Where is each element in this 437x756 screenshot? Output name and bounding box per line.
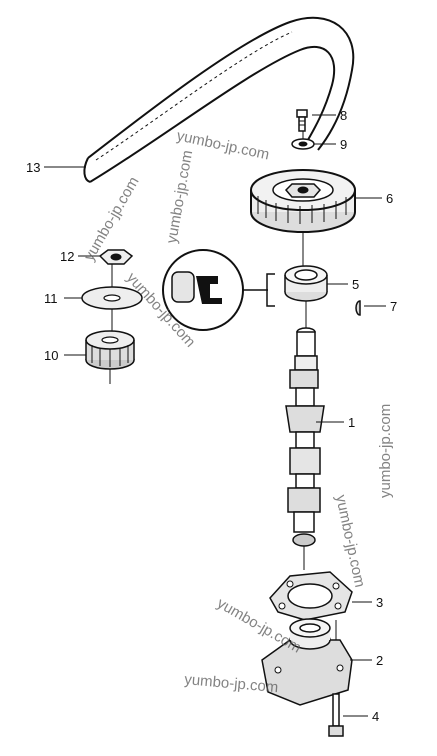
callout-5: 5 [352,277,359,292]
housing [261,618,353,706]
washer-11 [81,286,143,310]
leader-lines [44,114,386,717]
callout-10: 10 [44,348,58,363]
bolt-4 [328,693,344,737]
seal-detail-circle [162,249,275,331]
callout-4: 4 [372,709,379,724]
callout-2: 2 [376,653,383,668]
callout-1: 1 [348,415,355,430]
callout-11: 11 [44,291,58,306]
centre-lines [109,131,337,640]
callout-12: 12 [60,249,74,264]
callout-3: 3 [376,595,383,610]
washer-9 [291,138,315,150]
callout-9: 9 [340,137,347,152]
callout-numbers: 13 8 9 6 5 7 1 3 2 4 12 11 10 [26,108,397,724]
nut-12 [98,249,134,265]
gasket [269,571,353,621]
bolt-8 [296,109,308,132]
oil-seal [284,265,328,302]
callout-7: 7 [390,299,397,314]
crankshaft-pulley [85,330,135,370]
callout-6: 6 [386,191,393,206]
callout-13: 13 [26,160,40,175]
camshaft-pulley [250,169,356,233]
watermark-text: yumbo-jp.com [163,149,196,245]
timing-belt [83,16,355,183]
watermark-text: yumbo-jp.com [332,493,368,589]
camshaft [285,327,325,547]
watermark-text: yumbo-jp.com [377,404,394,498]
callout-8: 8 [340,108,347,123]
woodruff-key [355,300,361,316]
